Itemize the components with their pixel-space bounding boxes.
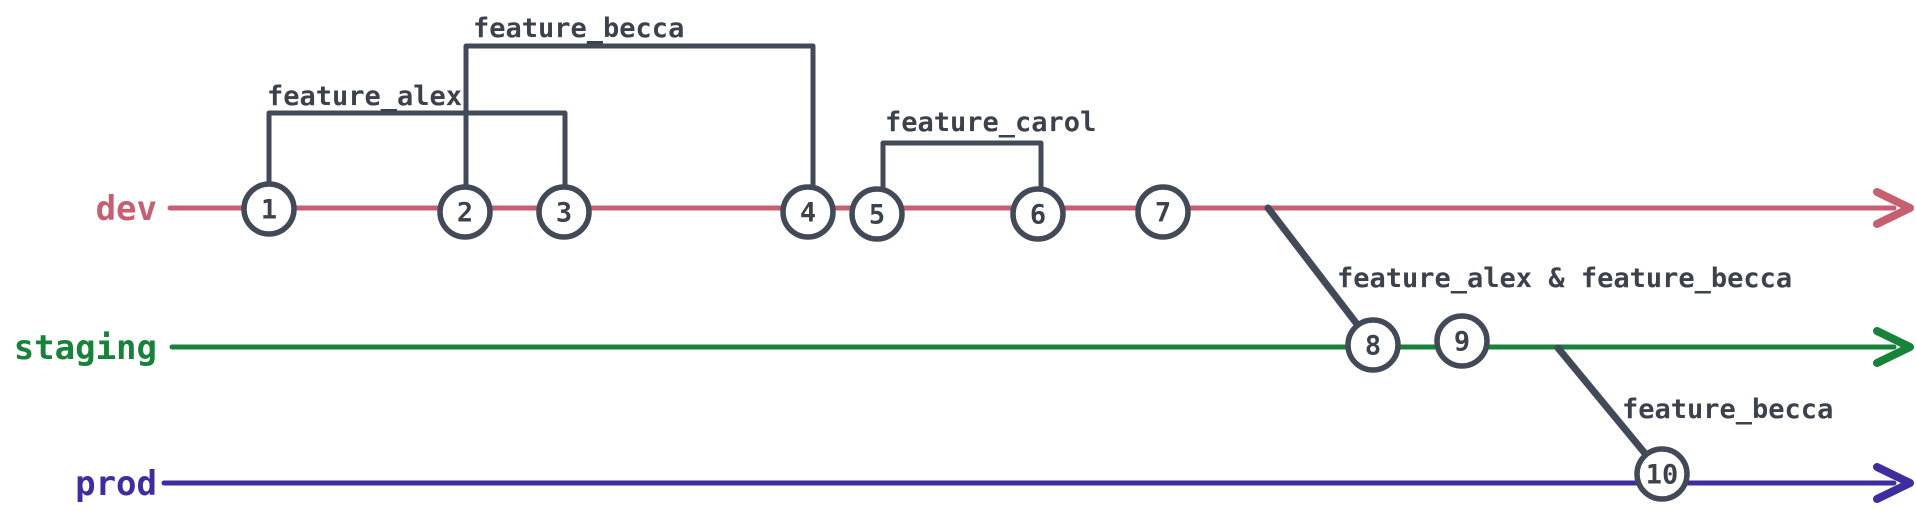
branch-label-prod: prod <box>75 464 157 504</box>
bracket-label: feature_becca <box>473 13 684 44</box>
bracket-feature_becca <box>463 43 816 193</box>
commit-number-2: 2 <box>457 198 473 229</box>
commit-node-4 <box>780 184 836 240</box>
commit-node-7 <box>1135 184 1191 240</box>
commit-node-6 <box>1010 186 1066 242</box>
commit-number-10: 10 <box>1646 460 1679 491</box>
commit-number-4: 4 <box>800 198 816 229</box>
commit-node-8 <box>1345 317 1401 373</box>
merge-label: feature_alex & feature_becca <box>1337 263 1792 294</box>
merge-line-1 <box>1264 204 1377 349</box>
commit-number-8: 8 <box>1365 331 1381 362</box>
bracket-feature_alex <box>266 110 568 193</box>
commit-number-7: 7 <box>1155 198 1171 229</box>
commit-node-1 <box>241 181 297 237</box>
bracket-label: feature_carol <box>885 107 1096 138</box>
arrowhead-icon <box>1873 327 1914 367</box>
commit-node-9 <box>1434 313 1490 369</box>
commit-node-5 <box>849 186 905 242</box>
commit-number-3: 3 <box>556 198 572 229</box>
arrowhead-icon <box>1873 463 1914 503</box>
commit-node-3 <box>536 184 592 240</box>
bracket-feature_carol <box>880 140 1044 195</box>
bracket-label: feature_alex <box>267 81 462 112</box>
arrowhead-icon <box>1873 188 1914 228</box>
commit-node-2 <box>437 184 493 240</box>
commit-node-10 <box>1634 446 1690 502</box>
commit-number-5: 5 <box>869 200 885 231</box>
commit-number-9: 9 <box>1454 327 1470 358</box>
commit-number-1: 1 <box>261 195 277 226</box>
branch-label-staging: staging <box>14 328 157 368</box>
commit-number-6: 6 <box>1030 200 1046 231</box>
merge-label: feature_becca <box>1622 394 1833 425</box>
branch-label-dev: dev <box>96 189 157 229</box>
